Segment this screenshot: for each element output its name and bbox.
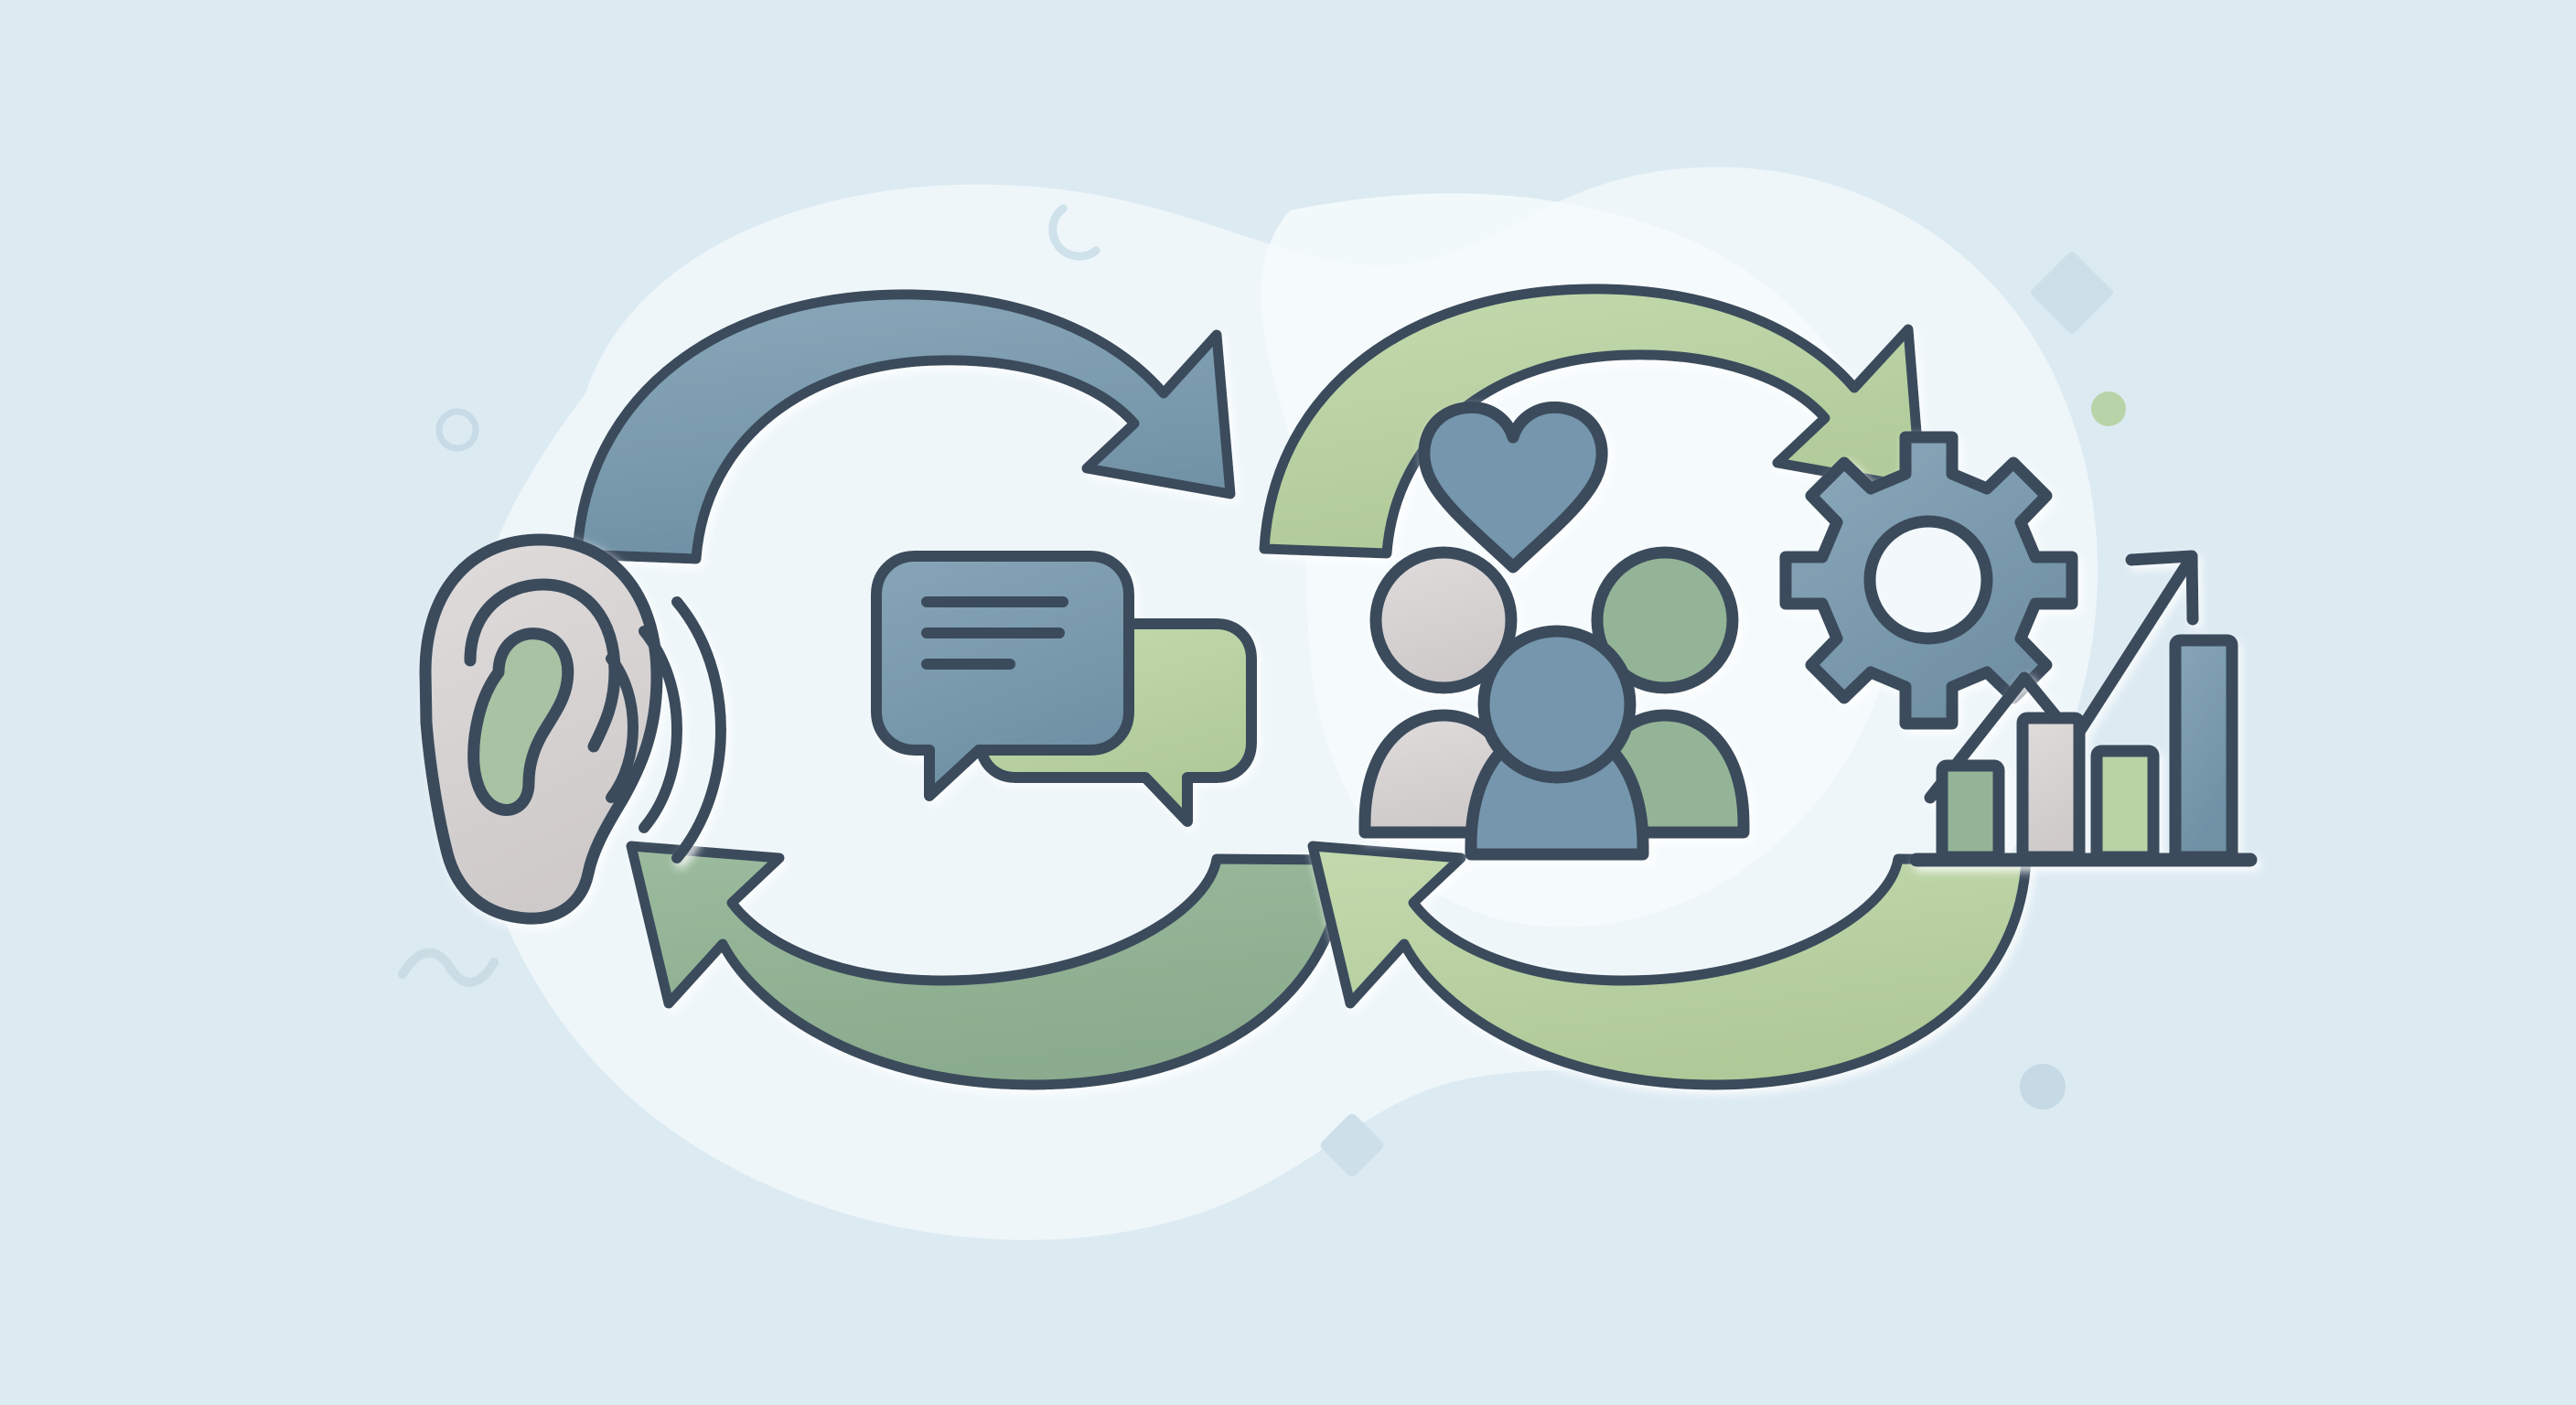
bar-1 <box>1936 759 2005 863</box>
diamond-decor-icon <box>2030 251 2114 335</box>
chat-bubble-message <box>871 551 1134 801</box>
bar-2 <box>2016 712 2086 863</box>
person-left <box>1358 546 1529 839</box>
sound-wave-icon <box>606 596 726 863</box>
blue-dot-decor-icon <box>2020 1064 2066 1110</box>
green-dot-decor-icon <box>2091 391 2126 426</box>
ring-decor-icon <box>435 408 479 452</box>
arrow-top-left <box>572 289 1236 564</box>
diamond-decor-icon <box>1320 1113 1384 1177</box>
ear-icon <box>419 533 726 925</box>
arrow-bottom-right <box>1307 841 2032 1090</box>
gear-icon <box>1779 431 2078 730</box>
chat-bubbles-icon <box>871 551 1257 827</box>
people-group-icon <box>1358 401 1750 861</box>
person-center <box>1465 625 1649 861</box>
heart-icon <box>1418 401 1608 574</box>
bar-chart <box>1909 550 2258 867</box>
arrow-bottom-left <box>626 841 1350 1090</box>
squiggle-decor-icon <box>398 948 499 987</box>
chat-text-lines <box>921 596 1068 670</box>
arc-decor-icon <box>1048 204 1100 261</box>
trend-arrow-icon <box>1924 550 2199 804</box>
arrow-top-right <box>1259 284 1927 559</box>
ear-concha <box>467 627 574 816</box>
bar-3 <box>2090 745 2160 863</box>
bar-4 <box>2169 634 2238 863</box>
decoration-layer <box>398 204 2126 1177</box>
gear-center-hole <box>1863 515 1993 645</box>
